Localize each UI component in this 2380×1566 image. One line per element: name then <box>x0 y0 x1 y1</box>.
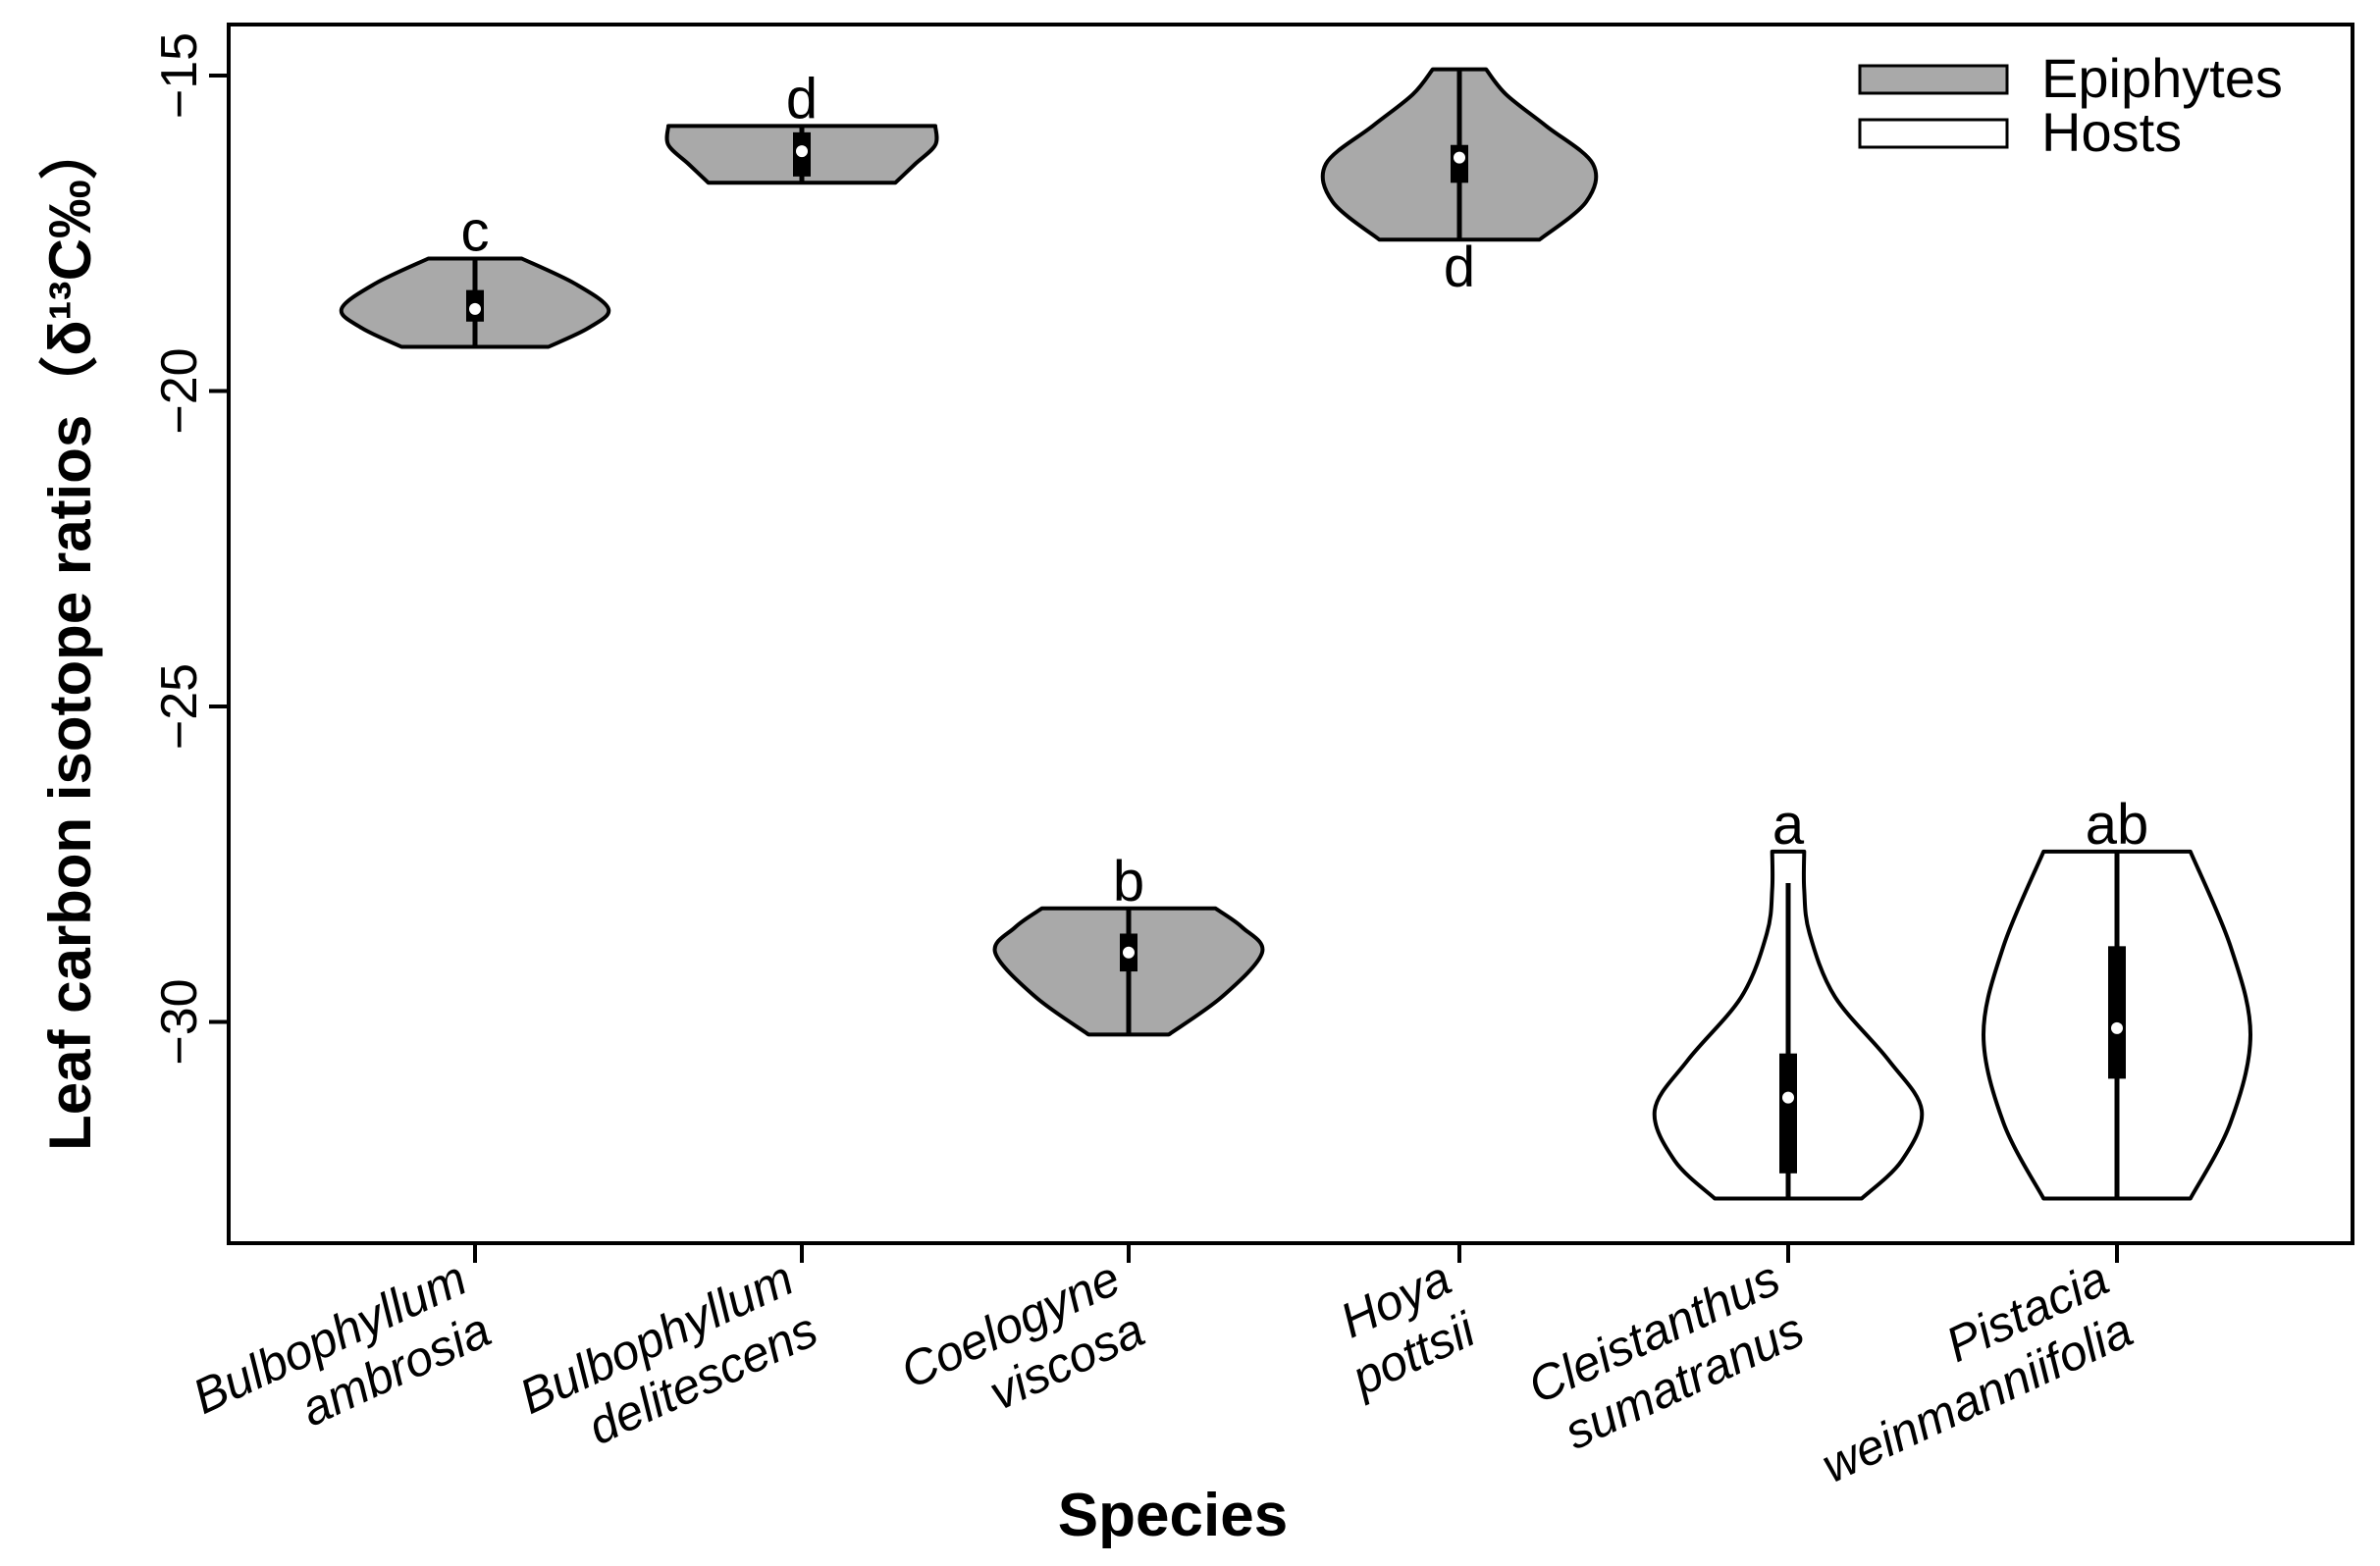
legend-swatch <box>1858 64 2009 95</box>
violin-pistacia-weinmanniifolia: ab <box>1982 793 2252 1201</box>
median-point <box>469 302 481 315</box>
violin-coelogyne-viscosa: b <box>992 850 1265 1037</box>
violin-bulbophyllum-ambrosia: c <box>339 199 611 349</box>
y-tick-label: −30 <box>151 978 208 1065</box>
x-axis-title: Species <box>1058 1482 1288 1549</box>
significance-letter: a <box>1772 793 1805 857</box>
plot-frame <box>227 23 2354 1245</box>
significance-letter: ab <box>2086 793 2149 857</box>
iqr-box <box>1451 144 1468 183</box>
legend-swatch <box>1858 118 2009 149</box>
median-point <box>2111 1021 2123 1034</box>
y-axis: −15 −20 −25 −30 <box>151 32 229 1066</box>
significance-letter: c <box>461 199 490 263</box>
significance-letter: d <box>786 67 818 130</box>
median-point <box>1123 946 1135 959</box>
violin-hoya-pottsii: d <box>1320 67 1599 299</box>
significance-letter: b <box>1113 850 1144 914</box>
y-tick-label: −20 <box>151 347 208 434</box>
median-point <box>1454 151 1465 164</box>
iqr-box <box>2108 946 2126 1079</box>
y-tick-label: −15 <box>151 32 208 119</box>
median-point <box>796 145 808 158</box>
y-tick-label: −25 <box>151 663 208 750</box>
violin-bulbophyllum-delitescens: d <box>664 67 939 185</box>
y-axis-title: Leaf carbon isotope ratios（δ¹³C‰） <box>37 121 103 1151</box>
legend-label: Epiphytes <box>2041 47 2283 109</box>
legend-label: Hosts <box>2041 101 2182 163</box>
violin-cleistanthus-sumatranus: a <box>1652 793 1925 1201</box>
significance-letter: d <box>1444 235 1475 299</box>
violin-layer: c d b d a ab <box>339 67 2252 1201</box>
median-point <box>1782 1091 1794 1104</box>
iqr-box <box>1779 1053 1797 1174</box>
